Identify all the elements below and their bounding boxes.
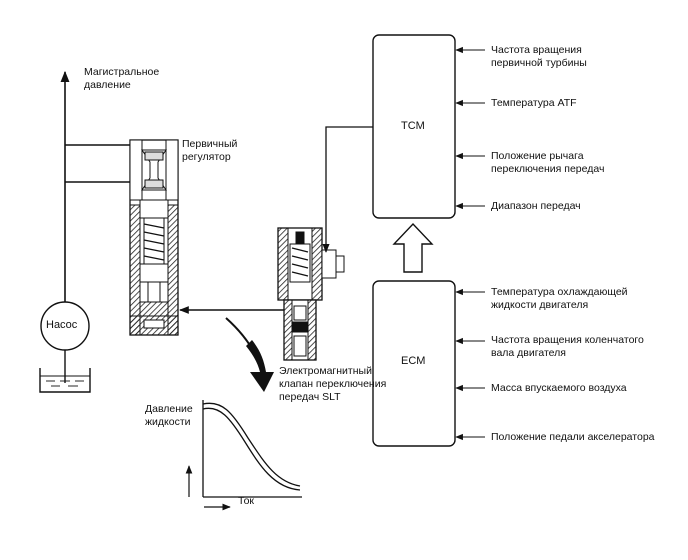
ecm-input-label: Масса впускаемого воздуха: [491, 382, 627, 394]
primary-regulator-valve-icon: [129, 139, 179, 336]
oil-pan-icon: [39, 368, 91, 393]
tcm-to-solenoid-wire: [322, 126, 373, 253]
tcm-input-label: Диапазон передач: [491, 200, 581, 212]
ecm-box: [372, 280, 456, 447]
ecm-input-label: Частота вращения коленчатого вала двигат…: [491, 334, 644, 359]
tcm-label: TCM: [401, 120, 425, 132]
current-label: Ток: [238, 495, 255, 507]
tcm-input-label: Температура ATF: [491, 97, 577, 109]
line-pressure-label: Магистральное давление: [84, 66, 160, 91]
slt-solenoid-valve-icon: [277, 227, 345, 361]
primary-regulator-label: Первичный регулятор: [182, 138, 238, 163]
curved-arrow-icon: [225, 317, 274, 392]
ecm-label: ECM: [401, 355, 426, 367]
tcm-input-label: Частота вращения первичной турбины: [491, 44, 587, 69]
slt-solenoid-label: Электромагнитный клапан переключения пер…: [279, 365, 387, 403]
pump-label: Насос: [46, 319, 78, 331]
fluid-pressure-label: Давление жидкости: [145, 403, 193, 428]
pressure-graph: [185, 400, 302, 511]
tcm-input-label: Положение рычага переключения передач: [491, 150, 605, 175]
ecm-input-label: Положение педали акселератора: [491, 431, 655, 443]
tcm-box: [372, 34, 456, 219]
ecm-to-tcm-arrow-icon: [392, 222, 434, 273]
ecm-input-label: Температура охлаждающей жидкости двигате…: [491, 286, 628, 311]
